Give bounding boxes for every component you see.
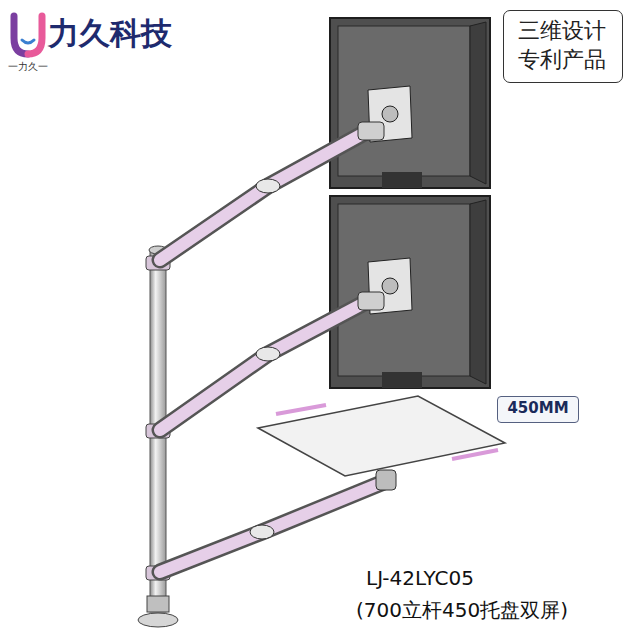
monitor-tab [382,372,422,388]
tray-lip [276,405,326,414]
monitor-tab [382,172,422,188]
tray-lip [452,450,498,459]
arm-joint [256,179,280,193]
node-text: 三维设计 专利产品 [516,17,608,74]
badge-box: 三维设计 专利产品 [503,10,623,83]
arm [160,302,366,430]
tray-mount [376,470,396,490]
monitor-top [330,18,490,188]
clamp [147,596,169,612]
monitor-edge [470,200,486,384]
monitor-back [330,196,490,388]
logo-stroke-left [14,16,28,54]
dimension-box: 450MM [497,396,579,423]
arm-outline [160,482,384,572]
monitor-panel [338,204,470,376]
tilt-head [358,122,384,140]
logo-hands [22,40,34,43]
arm [160,482,384,572]
tilt-head [358,292,384,310]
base-disc [138,613,178,627]
arms [160,132,384,572]
hinge [382,278,398,294]
keyboard-tray [258,396,505,476]
monitor-edge [470,22,486,184]
arm-joint [250,525,274,539]
monitor-back [330,18,490,188]
arm [160,132,366,260]
model-description: (700立杆450托盘双屏) [356,597,568,624]
node-text: 450MM [506,399,570,419]
arm-joint [256,347,280,361]
model-number: LJ-42LYC05 [366,566,474,590]
arm-outline [160,302,366,430]
arm-outline [160,132,366,260]
logo-stroke-right [28,16,42,54]
monitor-middle [330,196,490,388]
hinge [382,106,398,122]
brand-tagline: 一力久一 [8,60,48,74]
brand-name: 力久科技 [48,13,172,55]
monitor-panel [338,26,470,176]
